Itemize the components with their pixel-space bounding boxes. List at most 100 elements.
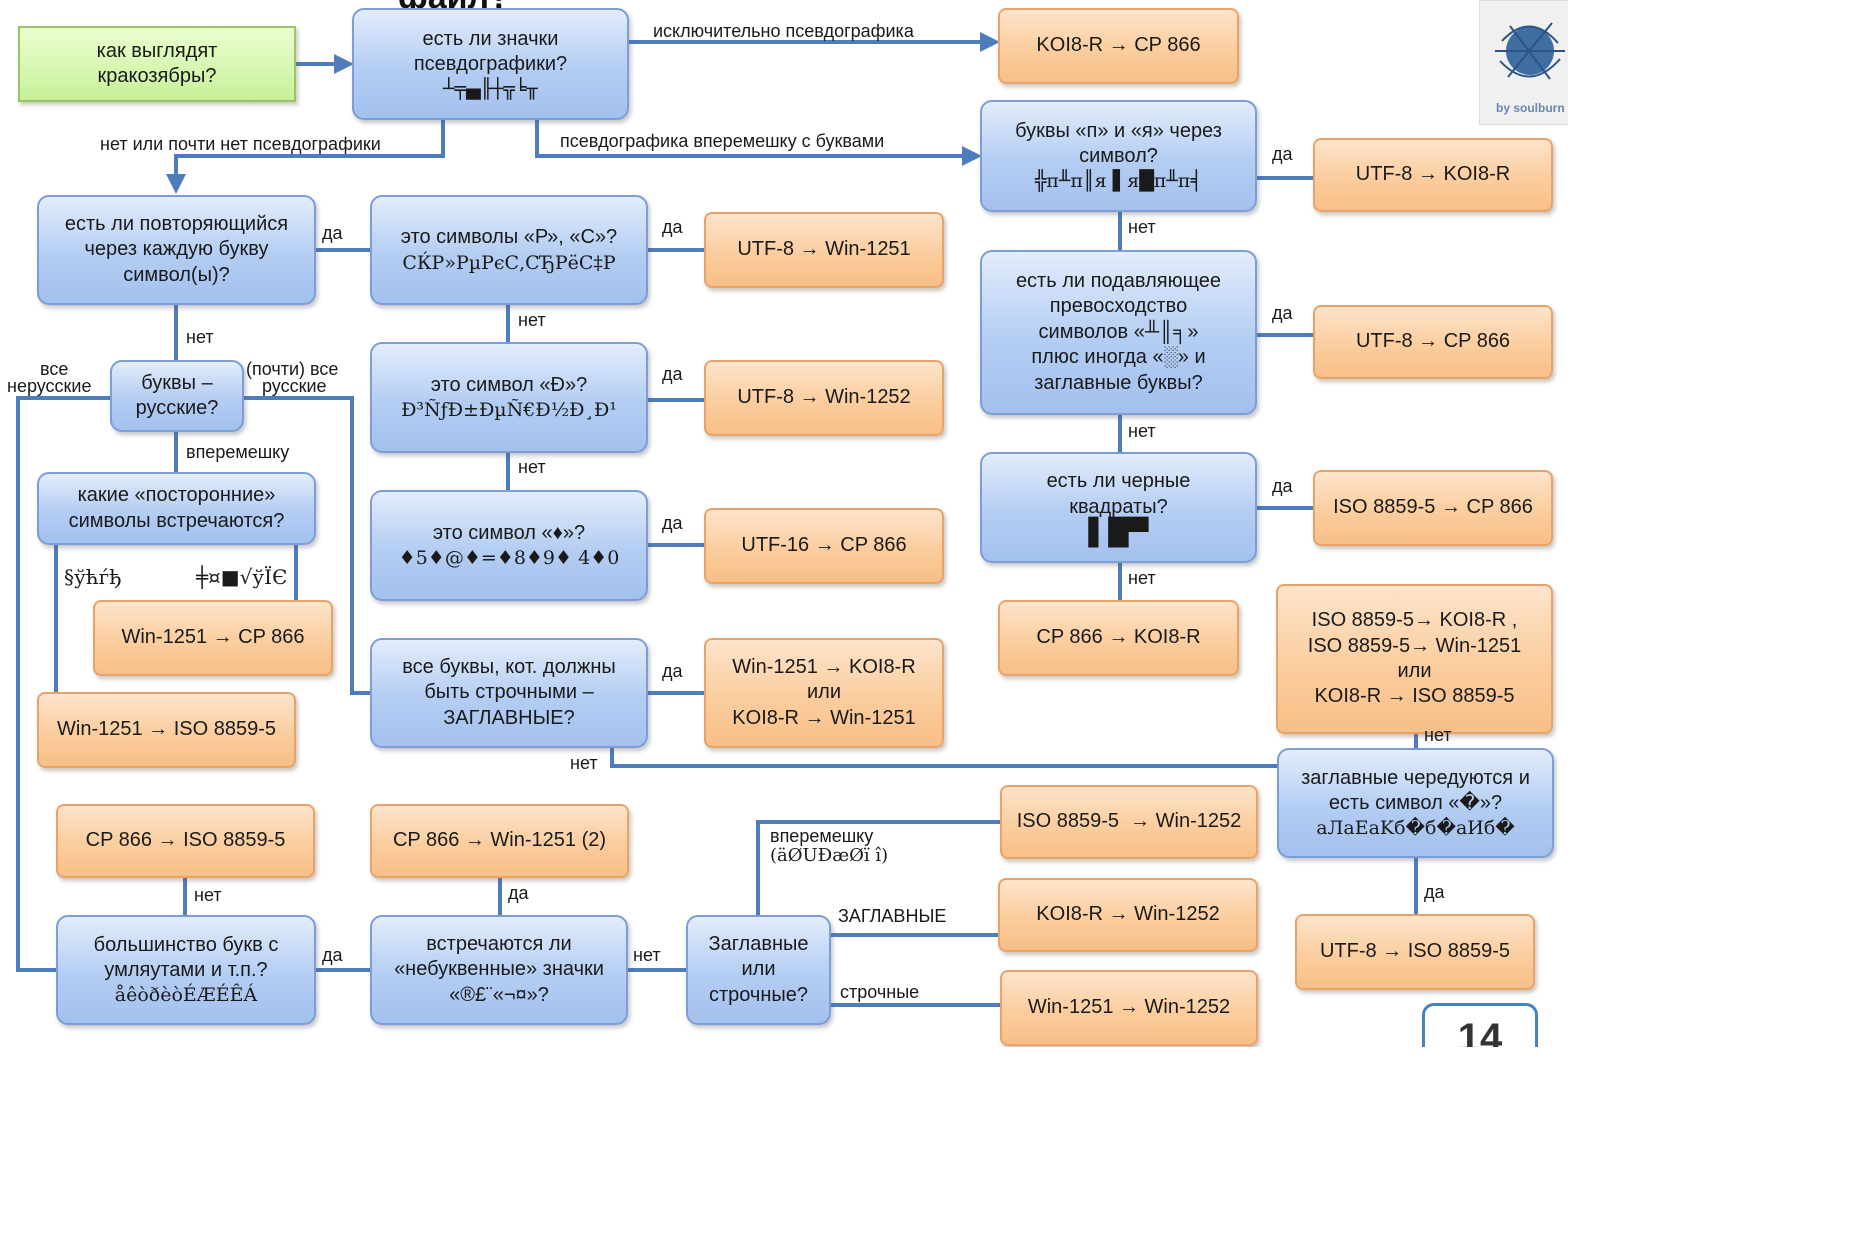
black-squares-question: есть ли черные квадраты? ▌█▀: [980, 452, 1257, 563]
pseudo-text-2: псевдографики?: [413, 52, 568, 75]
connector-caps-alt: [610, 745, 1277, 768]
nonletter-text-3: «®£¨«¬¤»?: [449, 983, 549, 1006]
iso-multi-text-3: или: [1397, 660, 1432, 682]
nonletter-text-2: «небуквенные» значки: [394, 958, 604, 981]
answer-text: CP 866 → KOI8-R: [1036, 626, 1201, 649]
answer-iso-win1252: ISO 8859-5 → Win-1252: [1000, 785, 1258, 859]
connector-pseudo-mixed: [535, 120, 982, 166]
answer-utf8-koi8r: UTF-8 → KOI8-R: [1313, 138, 1553, 212]
answer-text: UTF-8 → KOI8-R: [1355, 163, 1511, 186]
logo-caption: by soulburn: [1496, 101, 1565, 115]
caps-text-2: быть строчными –: [424, 681, 594, 704]
foreign-sample-right: ╪¤■√ўЇЄ: [196, 565, 288, 589]
edge-label-yes: да: [662, 364, 683, 384]
answer-cp866-koi8r: CP 866 → KOI8-R: [998, 600, 1239, 676]
dominance-question: есть ли подавляющее превосходство символ…: [980, 250, 1257, 415]
edge-label-yes: да: [662, 217, 683, 237]
answer-text: UTF-8 → Win-1252: [737, 386, 911, 409]
repeat-question: есть ли повторяющийся через каждую букву…: [37, 195, 316, 305]
answer-utf8-win1252: UTF-8 → Win-1252: [704, 360, 944, 436]
umlaut-question: большинство букв с умляутами и т.п.? åêò…: [56, 915, 316, 1025]
pya-text-1: буквы «п» и «я» через: [1015, 119, 1222, 142]
upperlower-text-1: Заглавные: [708, 932, 809, 955]
answer-utf16-cp866: UTF-16 → CP 866: [704, 508, 944, 584]
nonletter-text-1: встречаются ли: [426, 932, 572, 955]
edge-label-russian: русские: [262, 376, 327, 396]
answer-utf8-win1251: UTF-8 → Win-1251: [704, 212, 944, 288]
pseudo-sample: ┴╤▄╟┼╦╘╥: [443, 78, 538, 101]
edge-label-lowercase: строчные: [840, 982, 920, 1002]
connector-upper-iso: [756, 820, 1000, 915]
pseudo-text-1: есть ли значки: [422, 27, 559, 50]
answer-cp866-win1251: CP 866 → Win-1251 (2): [370, 804, 629, 878]
connector-russian-allnon: [16, 396, 110, 972]
start-text-2: кракозябры?: [97, 65, 217, 87]
edge-label-no: нет: [633, 945, 661, 965]
edge-label-yes: да: [1424, 882, 1445, 902]
caps-text-3: ЗАГЛАВНЫЕ?: [443, 706, 575, 729]
answer-iso-multi: ISO 8859-5→ KOI8-R , ISO 8859-5→ Win-125…: [1276, 584, 1553, 734]
answer-text: UTF-16 → CP 866: [741, 534, 907, 557]
russian-text-2: русские?: [135, 397, 219, 419]
answer-text: UTF-8 → Win-1251: [737, 238, 911, 261]
diamond-text: это символ «♦»?: [432, 521, 586, 544]
foreign-text-2: символы встречаются?: [68, 509, 285, 532]
answer-text: Win-1251 → CP 866: [121, 626, 305, 649]
umlaut-text-1: большинство букв с: [93, 933, 279, 956]
answer-text: ISO 8859-5 → CP 866: [1333, 496, 1533, 519]
dom-text-5: заглавные буквы?: [1034, 371, 1203, 394]
d-question: это символ «Ð»? Ð³ÑƒÐ±ÐµÑ€Ð½Ð¸Ð¹: [370, 342, 648, 453]
repeat-text-3: символ(ы)?: [123, 263, 230, 286]
answer-win1251-cp866: Win-1251 → CP 866: [93, 600, 333, 676]
upper-lower-question: Заглавные или строчные?: [686, 915, 831, 1025]
edge-label-mixed-sample: (äØUÐæØï î): [770, 845, 889, 866]
upperlower-text-2: или: [741, 958, 776, 981]
edge-label-yes: да: [1272, 144, 1293, 164]
rs-sample: СЌР»РµРєС‚СЂРёС‡Р: [402, 251, 616, 274]
pya-sample: ╬п╨п║я ▌я█п╨п╡: [1034, 170, 1203, 193]
edge-label-no: нет: [1128, 421, 1156, 441]
win-koi-text-2: или: [806, 681, 841, 704]
edge-label-no: нет: [1128, 568, 1156, 588]
pseudo-question: есть ли значки псевдографики? ┴╤▄╟┼╦╘╥: [352, 8, 629, 120]
upperlower-text-3: строчные?: [708, 983, 809, 1006]
dom-text-4: плюс иногда «░» и: [1031, 346, 1206, 369]
edge-label-almost-all: (почти) все: [246, 359, 339, 379]
alt-sample: aЛaEaKб�б�aИб�: [1316, 817, 1515, 840]
nonletter-question: встречаются ли «небуквенные» значки «®£¨…: [370, 915, 628, 1025]
answer-utf8-iso: UTF-8 → ISO 8859-5: [1295, 914, 1535, 990]
edge-label-no: нет: [570, 753, 598, 773]
connector-pseudo-no: [166, 120, 445, 194]
edge-label-no: нет: [1128, 217, 1156, 237]
answer-win1251-win1252: Win-1251 → Win-1252: [1000, 970, 1258, 1046]
encoding-flowchart: файл? by soulburn как выглядят кракозябр…: [7, 0, 1568, 1047]
alt-text-2: есть символ «�»?: [1328, 791, 1503, 814]
black-text-1: есть ли черные: [1046, 470, 1191, 493]
edge-label-no: нет: [518, 457, 546, 477]
answer-win1251-iso: Win-1251 → ISO 8859-5: [37, 692, 296, 768]
logo: by soulburn: [1479, 0, 1568, 125]
answer-text: KOI8-R → CP 866: [1036, 34, 1201, 57]
edge-label-yes: да: [508, 883, 529, 903]
edge-label-yes: да: [322, 223, 343, 243]
start-text-1: как выглядят: [96, 39, 218, 62]
page-number: 14: [1422, 1003, 1538, 1047]
black-sample: ▌█▀: [1088, 517, 1149, 548]
win-koi-text-1: Win-1251 → KOI8-R: [732, 655, 916, 678]
alt-text-1: заглавные чередуются и: [1301, 766, 1530, 789]
start-box: как выглядят кракозябры?: [18, 26, 296, 102]
edge-label-mixed: вперемешку: [186, 442, 290, 462]
win-koi-text-3: KOI8-R → Win-1251: [732, 706, 916, 729]
logo-scribble-icon: [1495, 22, 1565, 80]
rs-text: это символы «Р», «С»?: [400, 226, 618, 249]
edge-label-non-russian: нерусские: [7, 376, 92, 396]
foreign-text-1: какие «посторонние»: [77, 484, 276, 507]
edge-label-mixed: вперемешку: [770, 826, 874, 846]
edge-label-mixed-pseudo: псевдографика вперемешку с буквами: [560, 131, 885, 151]
russian-question: буквы – русские?: [110, 360, 244, 432]
repeat-text-2: через каждую букву: [84, 238, 269, 261]
answer-iso-cp866: ISO 8859-5 → CP 866: [1313, 470, 1553, 546]
answer-cp866-iso: CP 866 → ISO 8859-5: [56, 804, 315, 878]
answer-text: KOI8-R → Win-1252: [1036, 903, 1220, 926]
umlaut-sample: åêòðèòÉÆÉÊÁ: [114, 984, 258, 1007]
